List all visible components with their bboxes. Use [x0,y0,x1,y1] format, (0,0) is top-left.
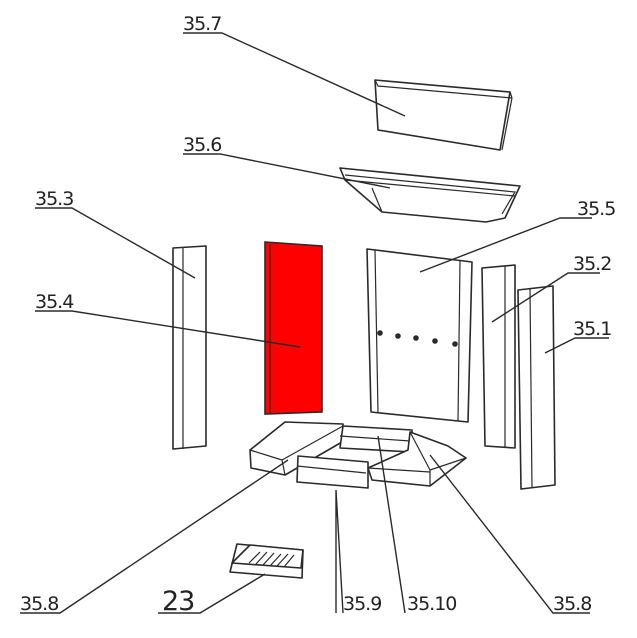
leader-lines [20,32,609,614]
grate-bars [248,551,295,568]
part-35-8-right[interactable] [367,431,467,487]
label-35-2: 35.2 [573,253,611,275]
part-23[interactable] [229,543,304,579]
part-35-5[interactable] [366,248,473,423]
part-35-4[interactable] [264,241,323,415]
part-35-6[interactable] [339,167,521,223]
part-35-8-left[interactable] [249,421,344,476]
label-35-6: 35.6 [183,134,221,156]
label-35-3: 35.3 [35,188,73,210]
part-labels: 35.7 35.6 35.3 35.5 35.2 35.4 35.1 35.8 … [20,13,616,617]
part-35-10[interactable] [339,425,413,453]
label-35-5: 35.5 [577,198,615,220]
part-35-7[interactable] [374,79,513,151]
label-35-8-left: 35.8 [20,593,58,615]
label-35-10: 35.10 [407,593,456,615]
air-holes [377,330,458,347]
part-35-1[interactable] [517,285,556,490]
label-35-1: 35.1 [573,318,611,340]
label-35-8-right: 35.8 [553,593,591,615]
label-23: 23 [162,586,194,617]
label-35-7: 35.7 [183,13,221,35]
part-35-3[interactable] [172,245,207,450]
label-35-9: 35.9 [343,593,381,615]
part-35-2[interactable] [481,264,516,449]
part-35-9[interactable] [296,455,369,489]
label-35-4: 35.4 [35,291,74,313]
